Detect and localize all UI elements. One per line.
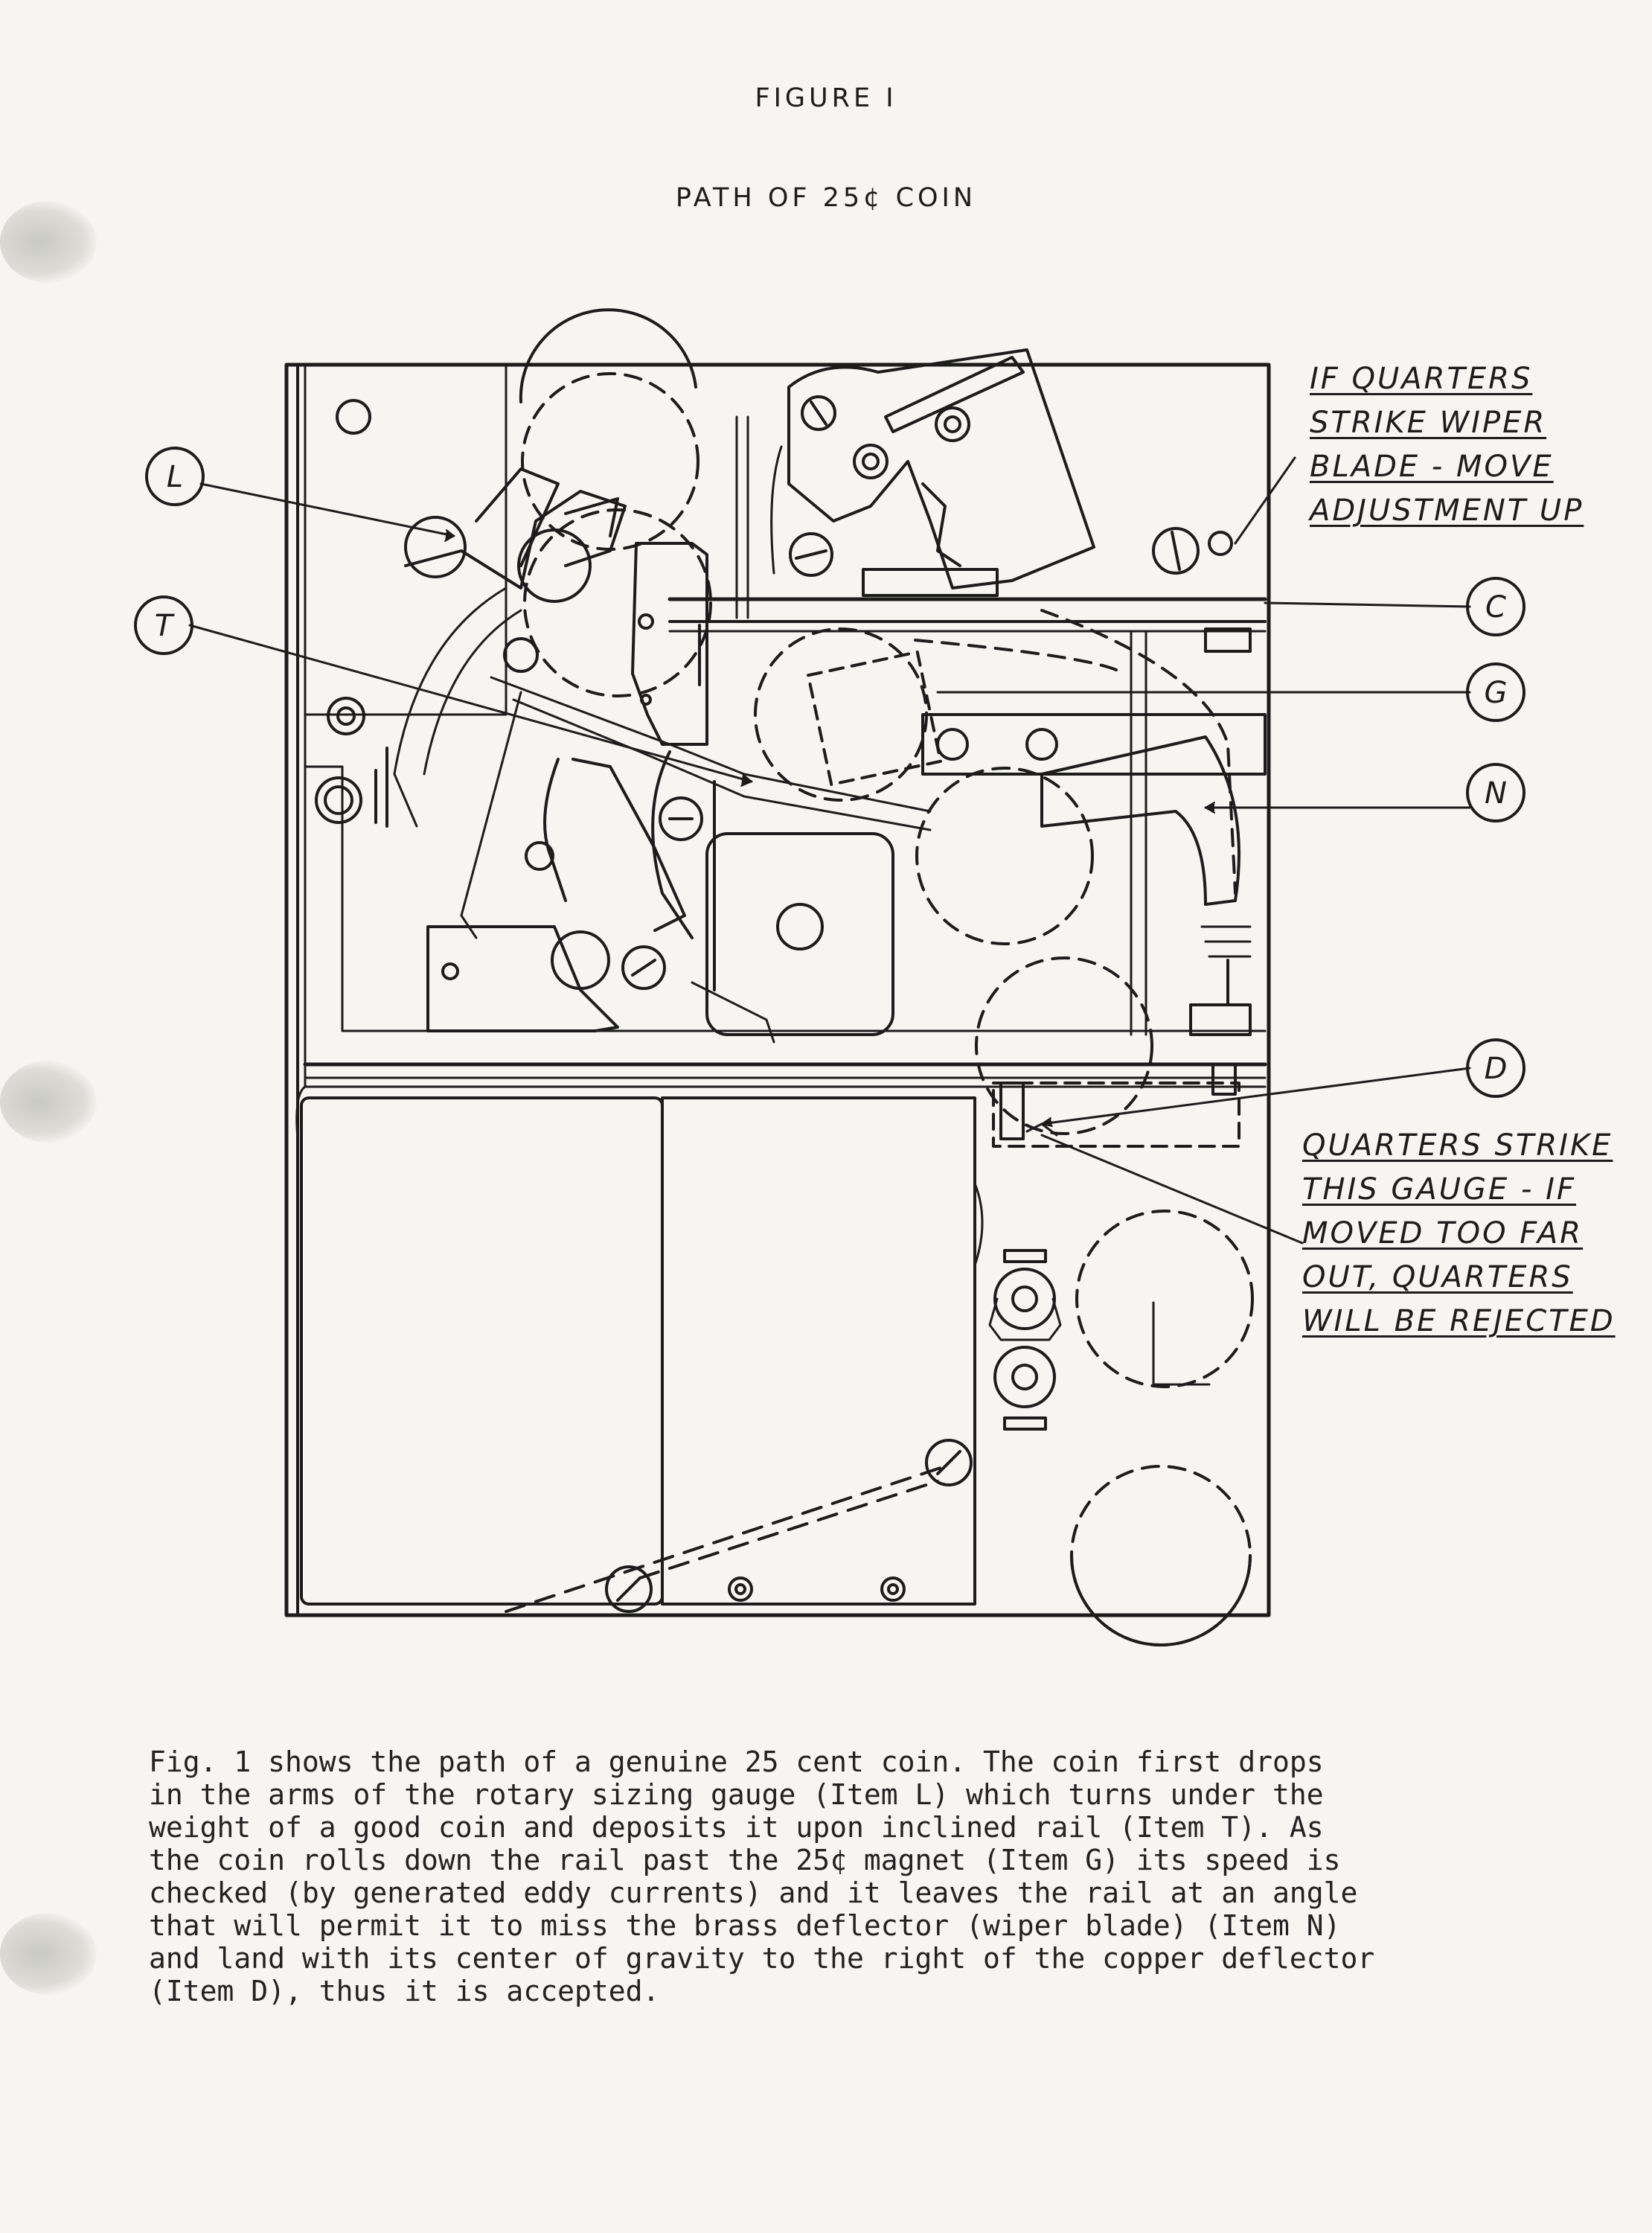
caption-line: checked (by generated eddy currents) and… [149,1876,1358,1909]
punch-hole-bottom [0,1913,97,1995]
caption-line: and land with its center of gravity to t… [149,1942,1375,1975]
callout-C-circle [1466,577,1525,636]
figure-subtitle: PATH OF 25¢ COIN [675,183,977,213]
caption-line: (Item D), thus it is accepted. [149,1975,660,2007]
gauge-note-line: OUT, QUARTERS [1302,1260,1573,1294]
punch-hole-middle [0,1061,97,1143]
callout-G: G [1485,676,1508,710]
gauge-note: QUARTERS STRIKE THIS GAUGE - IF MOVED TO… [1302,1124,1616,1344]
wiper-blade-note: IF QUARTERS STRIKE WIPER BLADE - MOVE AD… [1310,357,1584,533]
gauge-note-line: MOVED TOO FAR [1302,1216,1584,1250]
upper-right-linkage [787,348,1095,590]
callout-L: L [167,460,183,494]
callout-D: D [1485,1052,1508,1086]
wiper-note-line: STRIKE WIPER [1310,406,1547,440]
gauge-note-line: THIS GAUGE - IF [1302,1172,1576,1207]
caption-line: that will permit it to miss the brass de… [149,1909,1341,1942]
callout-N: N [1485,776,1507,811]
lower-cover-right [661,1096,976,1606]
punch-hole-top [0,201,97,283]
wiper-note-line: ADJUSTMENT UP [1310,493,1584,528]
lower-left-mechanism [426,925,619,1032]
callout-N-circle [1466,763,1525,822]
gauge-note-line: QUARTERS STRIKE [1302,1128,1613,1163]
caption-line: Fig. 1 shows the path of a genuine 25 ce… [149,1745,1324,1778]
rotary-sizing-gauge [404,516,467,578]
callout-L-circle [145,447,205,506]
figure-caption: Fig. 1 shows the path of a genuine 25 ce… [149,1745,1607,2007]
wiper-note-line: BLADE - MOVE [1310,450,1554,484]
wiper-note-line: IF QUARTERS [1310,362,1533,396]
figure-title: FIGURE I [755,83,897,113]
magnet [921,713,1267,776]
lower-cover-left [300,1096,664,1606]
callout-C: C [1485,590,1506,624]
caption-line: weight of a good coin and deposits it up… [149,1811,1324,1844]
magnet-block [705,832,894,1036]
mechanism-frame [284,362,1271,1617]
caption-line: in the arms of the rotary sizing gauge (… [149,1778,1324,1811]
caption-line: the coin rolls down the rail past the 25… [149,1844,1341,1876]
callout-D-circle [1466,1038,1525,1098]
copper-deflector [999,1082,1025,1140]
gauge-note-line: WILL BE REJECTED [1302,1304,1616,1338]
upper-chassis-plate [304,363,508,716]
callout-T-circle [134,595,193,655]
callout-G-circle [1466,662,1525,722]
inclined-rail [490,676,932,813]
wiper-blade [1040,735,1240,906]
coin-entry [519,308,697,403]
callout-T: T [155,609,176,643]
